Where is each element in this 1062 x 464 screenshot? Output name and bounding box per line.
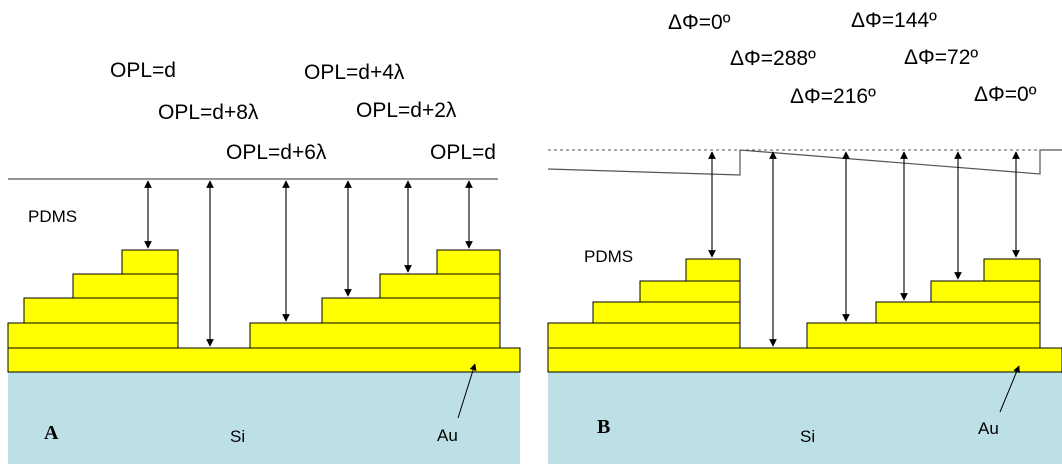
right-staircase-b xyxy=(806,258,1041,349)
right-staircase-a xyxy=(249,249,501,349)
si-label-a: Si xyxy=(230,427,245,446)
si-label-b: Si xyxy=(800,427,815,446)
opl-label-3: OPL=d+6λ xyxy=(226,141,327,164)
opl-label-2: OPL=d+8λ xyxy=(158,101,259,124)
panel-a: OPL=d OPL=d+8λ OPL=d+6λ OPL=d+4λ OPL=d+2… xyxy=(7,59,521,464)
au-layer-b xyxy=(547,347,1062,373)
au-pointer-a xyxy=(457,363,477,419)
phase-label-4: ΔΦ=144º xyxy=(851,9,937,32)
pdms-label-a: PDMS xyxy=(28,207,77,226)
opl-arrows-a xyxy=(144,180,473,347)
phase-label-2: ΔΦ=288º xyxy=(730,47,816,70)
au-pointer-b xyxy=(999,365,1020,413)
left-staircase-b xyxy=(547,258,741,349)
panel-label-b: B xyxy=(597,416,610,438)
phase-label-1: ΔΦ=0º xyxy=(668,11,731,34)
phase-label-5: ΔΦ=72º xyxy=(904,46,978,69)
phase-label-3: ΔΦ=216º xyxy=(790,85,876,108)
panel-label-a: A xyxy=(44,422,59,444)
phase-arrows-b xyxy=(708,151,1020,347)
opl-label-5: OPL=d+2λ xyxy=(356,99,457,122)
sawtooth-phase-b xyxy=(547,149,1062,176)
phase-label-6: ΔΦ=0º xyxy=(974,83,1037,106)
au-layer-a xyxy=(7,347,521,373)
opl-label-6: OPL=d xyxy=(430,141,496,164)
panel-b: ΔΦ=0º ΔΦ=288º ΔΦ=216º ΔΦ=144º ΔΦ=72º ΔΦ=… xyxy=(547,9,1062,464)
au-label-b: Au xyxy=(978,419,999,438)
au-label-a: Au xyxy=(437,426,458,445)
opl-label-1: OPL=d xyxy=(110,59,176,82)
opl-label-4: OPL=d+4λ xyxy=(304,61,405,84)
pdms-label-b: PDMS xyxy=(584,247,633,266)
si-substrate-a xyxy=(8,372,520,464)
si-substrate-b xyxy=(548,372,1062,464)
left-staircase-a xyxy=(7,249,179,349)
